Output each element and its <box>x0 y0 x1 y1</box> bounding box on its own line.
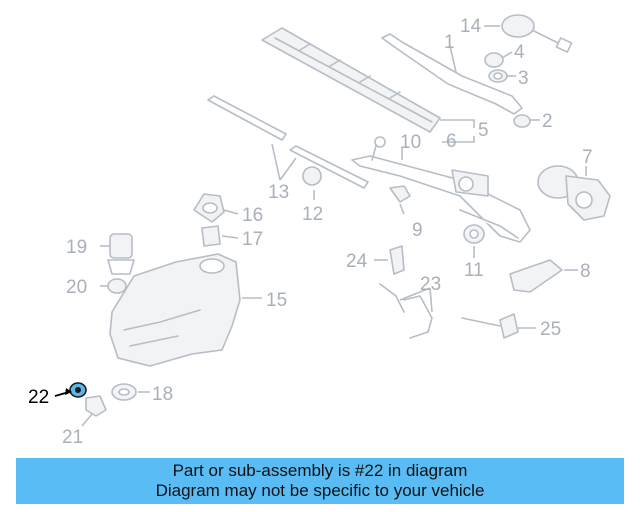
wiper-blade-13 <box>207 95 369 189</box>
motor-7 <box>537 165 611 221</box>
nut-2 <box>513 114 531 128</box>
wiper-blade-upper <box>261 27 441 133</box>
callout-2: 2 <box>542 111 553 132</box>
cap-16 <box>193 193 225 223</box>
nozzle-25 <box>461 313 519 339</box>
cap-4 <box>484 52 504 68</box>
banner-line-part: Part or sub-assembly is #22 in diagram <box>172 461 468 480</box>
callout-18: 18 <box>152 384 173 405</box>
callout-13: 13 <box>268 182 289 203</box>
callout-4: 4 <box>514 42 525 63</box>
callout-19: 19 <box>66 237 87 258</box>
reservoir-15 <box>109 253 241 367</box>
callout-6: 6 <box>446 131 457 152</box>
callout-10: 10 <box>400 132 421 153</box>
callout-25: 25 <box>540 319 561 340</box>
callout-8: 8 <box>580 261 591 282</box>
callout-11: 11 <box>464 260 484 281</box>
grommet-18 <box>111 383 137 401</box>
callout-16: 16 <box>242 205 263 226</box>
callout-15: 15 <box>266 290 287 311</box>
cap-3 <box>488 69 508 83</box>
grommet-20 <box>107 278 127 294</box>
hose-23 <box>379 283 433 339</box>
callout-23: 23 <box>420 274 441 295</box>
callout-9: 9 <box>412 220 423 241</box>
leader-lines <box>54 25 587 427</box>
washer-22 <box>69 382 87 398</box>
grommet-11 <box>463 224 485 244</box>
callout-14: 14 <box>460 16 482 37</box>
callout-3: 3 <box>518 68 529 89</box>
callout-22: 22 <box>28 387 49 408</box>
info-banner: Part or sub-assembly is #22 in diagram D… <box>16 458 624 504</box>
connector-9 <box>389 185 411 203</box>
callout-5: 5 <box>478 120 489 141</box>
clip-24 <box>389 245 405 275</box>
callout-labels: 14 1 4 3 2 5 6 10 7 8 13 12 9 11 16 17 1… <box>28 16 593 448</box>
callout-12: 12 <box>302 204 323 225</box>
linkage-10 <box>351 136 531 243</box>
filler-neck-17 <box>201 225 221 247</box>
banner-line-disclaimer: Diagram may not be specific to your vehi… <box>155 481 485 500</box>
pump-19 <box>107 233 135 275</box>
wiper-arm <box>381 33 523 115</box>
callout-20: 20 <box>66 277 87 298</box>
callout-1: 1 <box>444 32 455 53</box>
callout-7: 7 <box>582 147 593 168</box>
grommet-12 <box>302 166 322 186</box>
callout-17: 17 <box>242 229 263 250</box>
cover-14 <box>501 14 573 53</box>
callout-24: 24 <box>346 251 368 272</box>
nozzle-21 <box>85 395 107 417</box>
bracket-8 <box>509 259 563 293</box>
callout-21: 21 <box>62 427 83 448</box>
